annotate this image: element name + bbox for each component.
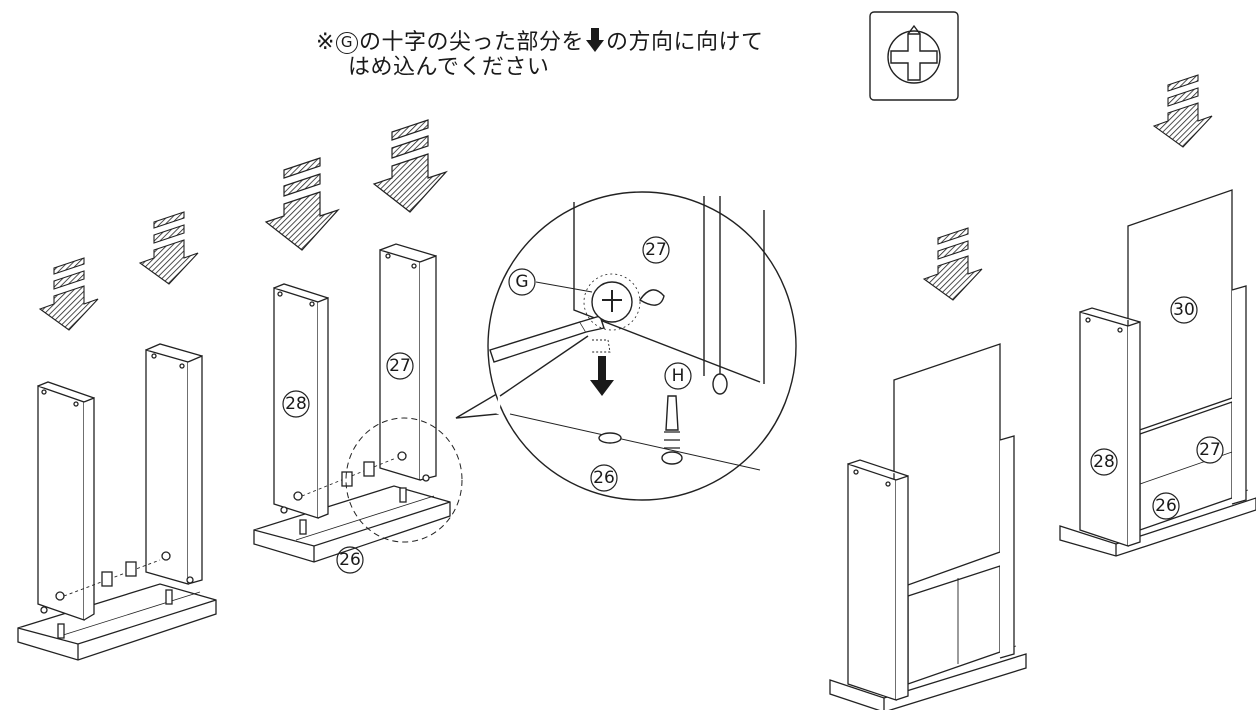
assembly-step-1 xyxy=(17,343,217,661)
part-label-26-detail-ring xyxy=(590,464,618,492)
part-label-30: 30 xyxy=(1173,300,1195,320)
part-g-circle-label: G xyxy=(335,31,358,54)
part-label-27-final-ring xyxy=(1196,436,1224,464)
part-label-27-final: 27 xyxy=(1199,440,1221,460)
push-arrow-icon xyxy=(139,211,199,285)
part-label-28-ring xyxy=(282,390,310,418)
note-text-1: の十字の尖った部分を xyxy=(358,30,584,55)
part-label-28-final-ring xyxy=(1090,448,1118,476)
push-arrow-icon xyxy=(373,119,447,213)
part-label-26-detail: 26 xyxy=(593,468,615,488)
push-arrow-icon xyxy=(1153,74,1213,148)
insert-direction-arrow-icon xyxy=(590,356,614,396)
assembly-step-2 xyxy=(253,243,463,563)
down-arrow-icon xyxy=(585,28,604,52)
g-leader-line xyxy=(535,281,593,293)
part-label-27-detail: 27 xyxy=(645,240,667,260)
note-text-2: の方向に向けて xyxy=(605,30,764,55)
part-label-26: 26 xyxy=(339,550,361,570)
cam-orientation-box xyxy=(869,11,959,101)
note-mark: ※ xyxy=(316,30,335,55)
part-label-27-detail-ring xyxy=(642,236,670,264)
push-arrow-icon xyxy=(923,227,983,301)
part-label-g-ring xyxy=(508,268,536,296)
part-label-28: 28 xyxy=(285,394,307,414)
part-label-27-ring xyxy=(386,352,414,380)
note-text-3: はめ込んでください xyxy=(348,55,550,80)
push-arrow-icon xyxy=(265,157,339,251)
part-label-26-ring xyxy=(336,546,364,574)
part-label-30-ring xyxy=(1170,296,1198,324)
part-label-27: 27 xyxy=(389,356,411,376)
part-label-g: G xyxy=(515,272,528,292)
part-label-h-ring xyxy=(664,362,692,390)
assembly-step-3 xyxy=(829,343,1027,710)
detail-callout xyxy=(455,191,797,501)
part-label-28-final: 28 xyxy=(1093,452,1115,472)
part-label-26-final-ring xyxy=(1152,492,1180,520)
push-arrow-icon xyxy=(39,257,99,331)
part-label-h: H xyxy=(672,366,685,386)
part-label-26-final: 26 xyxy=(1155,496,1177,516)
